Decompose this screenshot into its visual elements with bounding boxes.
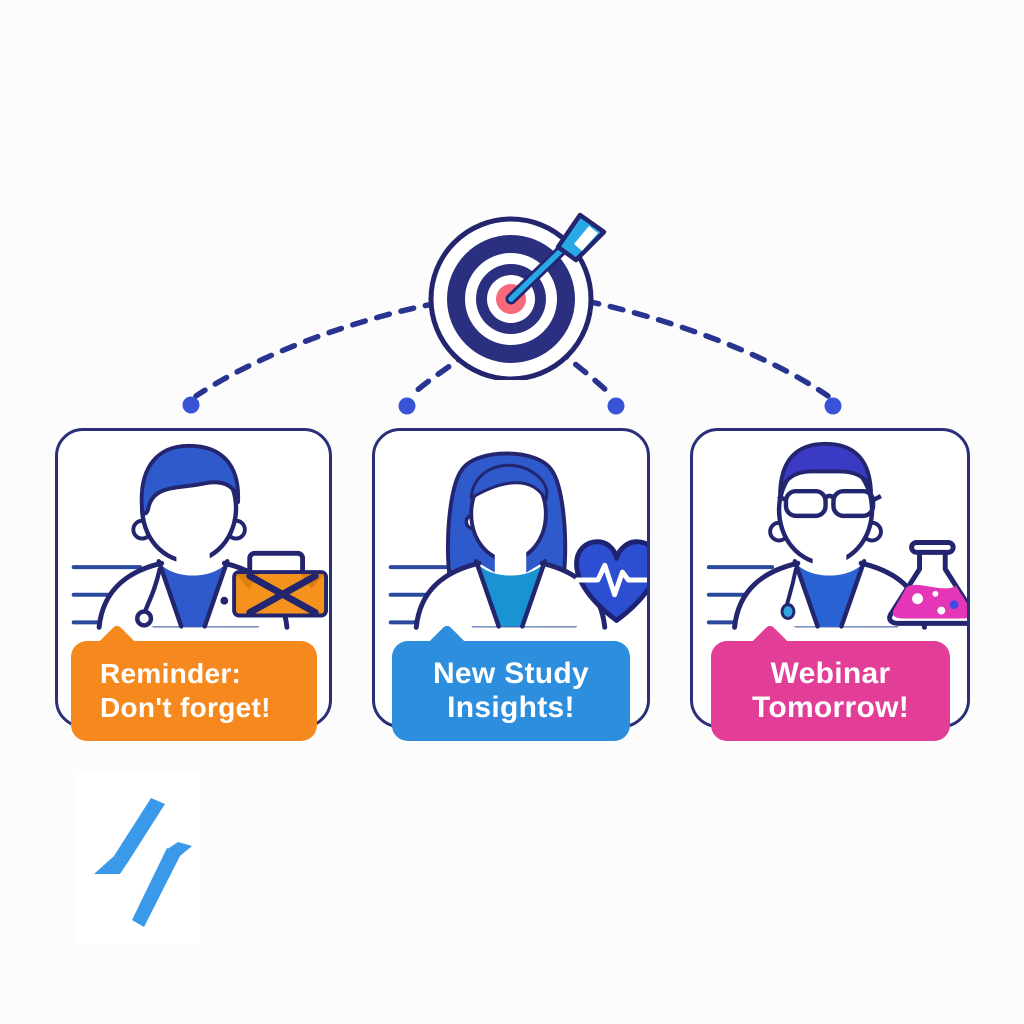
connector-dot: [398, 397, 416, 415]
notification-bubble-webinar: Webinar Tomorrow!: [711, 623, 950, 741]
female-doctor-illustration: [388, 451, 647, 630]
bubble-text-line: New Study: [432, 657, 590, 690]
connector-dot: [607, 397, 625, 415]
bubble-text-line: Tomorrow!: [751, 691, 910, 724]
chemistry-flask-icon: [887, 540, 967, 626]
notification-bubble-study: New Study Insights!: [392, 623, 630, 741]
stethoscope-icon: [135, 566, 229, 628]
bubble-text-line: Insights!: [447, 691, 575, 724]
stethoscope-icon: [780, 567, 798, 620]
arrow-icon: [505, 212, 607, 305]
hair: [139, 443, 240, 516]
notification-bubble-reminder: Reminder: Don't forget!: [71, 623, 317, 741]
pulse-bolt-logo: [70, 770, 210, 940]
hair-bangs: [469, 463, 549, 502]
hair: [778, 441, 874, 499]
bullseye-target-icon: [420, 200, 620, 382]
connector-left-curve: [193, 300, 441, 399]
connector-dot: [182, 396, 200, 414]
pulse-bolt-icon: [94, 798, 192, 927]
heart-with-heartbeat-icon: [574, 539, 647, 623]
crossed-out-envelope-icon: [232, 550, 329, 618]
doctor-bust: [413, 451, 608, 630]
glasses-icon: [777, 488, 882, 519]
doctor-bust: [732, 441, 927, 630]
male-doctor-with-glasses-illustration: [706, 441, 967, 630]
bubble-text-line: Webinar: [770, 657, 891, 690]
connector-dot: [824, 397, 842, 415]
bubble-text-line: Don't forget!: [100, 692, 271, 723]
male-doctor-with-stethoscope-illustration: [71, 443, 329, 630]
connector-right-curve: [583, 298, 831, 399]
bubble-text-line: Reminder:: [100, 658, 242, 689]
